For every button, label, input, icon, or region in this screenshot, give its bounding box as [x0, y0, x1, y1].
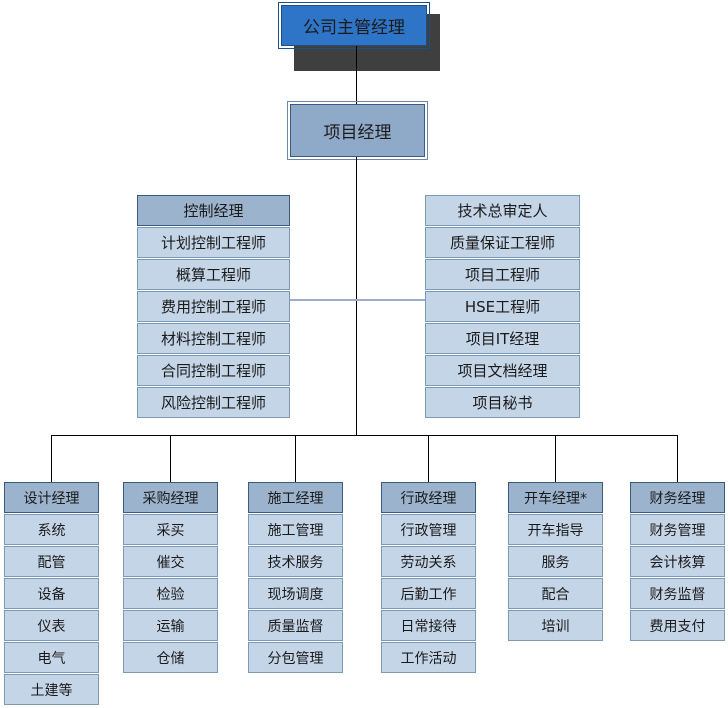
list-item[interactable]: 合同控制工程师 — [137, 355, 290, 386]
list-item[interactable]: 采买 — [123, 514, 218, 545]
list-item[interactable]: 运输 — [123, 610, 218, 641]
connector-bottom-bus — [51, 435, 678, 436]
column-procurement-manager: 采购经理 采买 催交 检验 运输 仓储 — [123, 482, 218, 673]
list-item[interactable]: 质量监督 — [248, 610, 343, 641]
list-item[interactable]: 劳动关系 — [381, 546, 476, 577]
node-company-executive-manager[interactable]: 公司主管经理 — [278, 2, 430, 49]
list-item[interactable]: 催交 — [123, 546, 218, 577]
list-item[interactable]: 会计核算 — [630, 546, 725, 577]
column-control-manager: 控制经理 计划控制工程师 概算工程师 费用控制工程师 材料控制工程师 合同控制工… — [137, 195, 290, 418]
column-header-design-manager[interactable]: 设计经理 — [4, 482, 99, 513]
list-item[interactable]: 配管 — [4, 546, 99, 577]
connector-drop-4 — [428, 435, 429, 484]
connector-level2-spine — [356, 157, 357, 435]
connector-drop-1 — [51, 435, 52, 484]
list-item[interactable]: 费用控制工程师 — [137, 291, 290, 322]
list-item[interactable]: 费用支付 — [630, 610, 725, 641]
column-header-administration-manager[interactable]: 行政经理 — [381, 482, 476, 513]
connector-level3-horizontal-right — [356, 299, 425, 301]
list-item[interactable]: 仓储 — [123, 642, 218, 673]
column-technical-chief-reviewer: 技术总审定人 质量保证工程师 项目工程师 HSE工程师 项目IT经理 项目文档经… — [425, 195, 580, 418]
list-item[interactable]: 施工管理 — [248, 514, 343, 545]
connector-drop-2 — [170, 435, 171, 484]
list-item[interactable]: 概算工程师 — [137, 259, 290, 290]
list-item[interactable]: 日常接待 — [381, 610, 476, 641]
column-startup-manager: 开车经理* 开车指导 服务 配合 培训 — [508, 482, 603, 641]
list-item[interactable]: 风险控制工程师 — [137, 387, 290, 418]
node-project-manager[interactable]: 项目经理 — [287, 101, 428, 160]
column-construction-manager: 施工经理 施工管理 技术服务 现场调度 质量监督 分包管理 — [248, 482, 343, 673]
list-item[interactable]: 技术服务 — [248, 546, 343, 577]
column-finance-manager: 财务经理 财务管理 会计核算 财务监督 费用支付 — [630, 482, 725, 641]
connector-drop-5 — [555, 435, 556, 484]
list-item[interactable]: 培训 — [508, 610, 603, 641]
connector-drop-3 — [295, 435, 296, 484]
column-header-procurement-manager[interactable]: 采购经理 — [123, 482, 218, 513]
list-item[interactable]: 项目IT经理 — [425, 323, 580, 354]
list-item[interactable]: 后勤工作 — [381, 578, 476, 609]
column-header-finance-manager[interactable]: 财务经理 — [630, 482, 725, 513]
list-item[interactable]: 系统 — [4, 514, 99, 545]
list-item[interactable]: 行政管理 — [381, 514, 476, 545]
connector-level3-horizontal-left — [290, 299, 357, 301]
list-item[interactable]: 项目工程师 — [425, 259, 580, 290]
list-item[interactable]: 配合 — [508, 578, 603, 609]
list-item[interactable]: 材料控制工程师 — [137, 323, 290, 354]
list-item[interactable]: 财务监督 — [630, 578, 725, 609]
list-item[interactable]: 项目文档经理 — [425, 355, 580, 386]
list-item[interactable]: 计划控制工程师 — [137, 227, 290, 258]
list-item[interactable]: 分包管理 — [248, 642, 343, 673]
column-administration-manager: 行政经理 行政管理 劳动关系 后勤工作 日常接待 工作活动 — [381, 482, 476, 673]
column-header-technical-chief-reviewer[interactable]: 技术总审定人 — [425, 195, 580, 226]
list-item[interactable]: 设备 — [4, 578, 99, 609]
list-item[interactable]: 工作活动 — [381, 642, 476, 673]
list-item[interactable]: 财务管理 — [630, 514, 725, 545]
list-item[interactable]: HSE工程师 — [425, 291, 580, 322]
list-item[interactable]: 服务 — [508, 546, 603, 577]
list-item[interactable]: 质量保证工程师 — [425, 227, 580, 258]
list-item[interactable]: 项目秘书 — [425, 387, 580, 418]
list-item[interactable]: 土建等 — [4, 674, 99, 705]
list-item[interactable]: 检验 — [123, 578, 218, 609]
connector-top-to-level2 — [356, 46, 357, 104]
list-item[interactable]: 开车指导 — [508, 514, 603, 545]
list-item[interactable]: 仪表 — [4, 610, 99, 641]
connector-drop-6 — [677, 435, 678, 484]
list-item[interactable]: 现场调度 — [248, 578, 343, 609]
column-header-startup-manager[interactable]: 开车经理* — [508, 482, 603, 513]
list-item[interactable]: 电气 — [4, 642, 99, 673]
column-header-construction-manager[interactable]: 施工经理 — [248, 482, 343, 513]
column-header-control-manager[interactable]: 控制经理 — [137, 195, 290, 226]
column-design-manager: 设计经理 系统 配管 设备 仪表 电气 土建等 — [4, 482, 99, 705]
